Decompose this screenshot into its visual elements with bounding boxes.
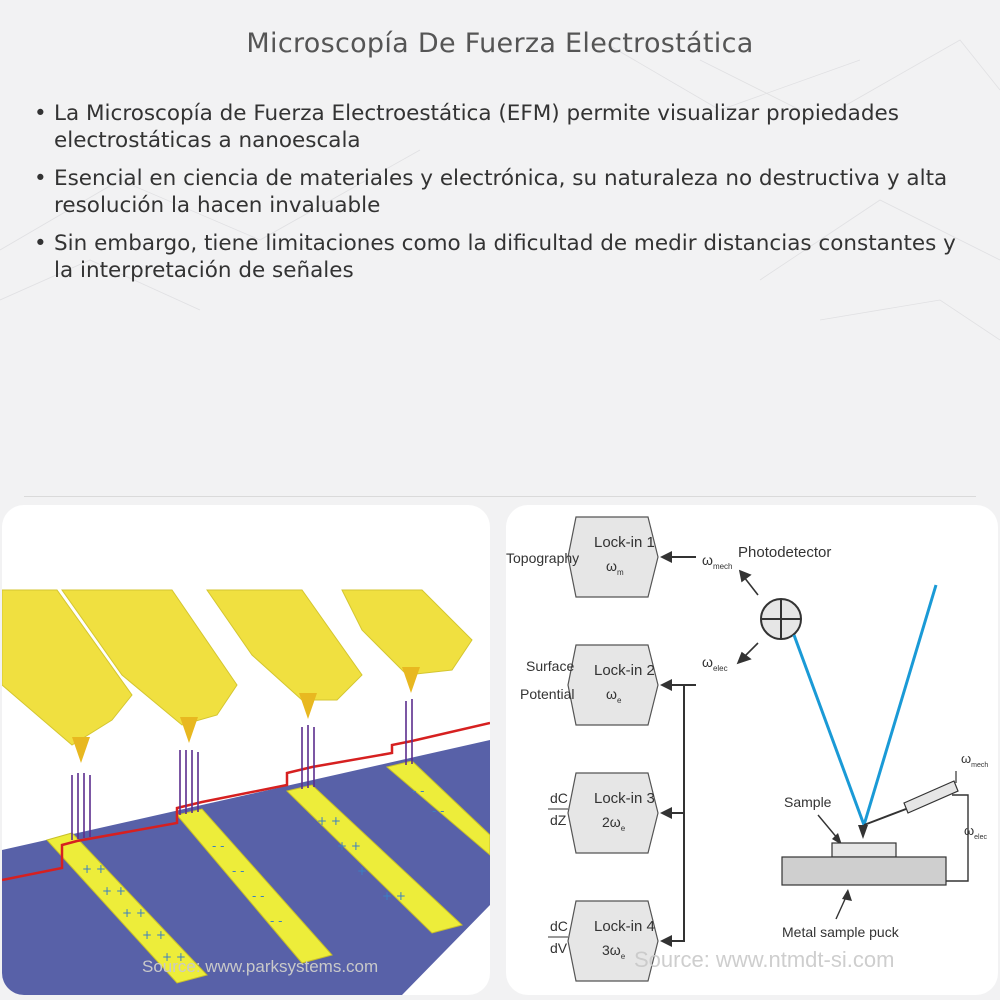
efm-setup-diagram: Lock-in 1 ωm Lock-in 2 ωe Lock-in 3 2ωe … bbox=[506, 505, 998, 995]
arrow-heads bbox=[660, 551, 672, 947]
sample bbox=[831, 842, 897, 858]
svg-text:+ +: + + bbox=[82, 862, 106, 876]
efm-setup-svg: Lock-in 1 ωm Lock-in 2 ωe Lock-in 3 2ωe … bbox=[506, 516, 988, 982]
cantilever bbox=[341, 589, 473, 676]
svg-text:- -: - - bbox=[270, 914, 282, 928]
cantilever-holder bbox=[903, 780, 959, 814]
left-image-source: Source: www.parksystems.com bbox=[142, 957, 378, 976]
bullet-text: Sin embargo, tiene limitaciones como la … bbox=[54, 231, 956, 283]
label-dc-2: dC bbox=[550, 918, 568, 934]
cantilever bbox=[206, 589, 363, 701]
omega-elec-label: ωelec bbox=[702, 654, 728, 673]
svg-text:+ +: + + bbox=[162, 950, 186, 964]
photodetector-label: Photodetector bbox=[738, 544, 831, 561]
svg-text:- -: - - bbox=[232, 864, 244, 878]
bullet-dot: • bbox=[34, 231, 47, 256]
svg-text:+ +: + + bbox=[102, 884, 126, 898]
label-potential: Potential bbox=[520, 686, 574, 702]
right-image-source: Source: www.ntmdt-si.com bbox=[634, 947, 894, 972]
svg-text:+ +: + + bbox=[382, 889, 406, 903]
electrode bbox=[286, 784, 464, 934]
sample-label: Sample bbox=[784, 794, 832, 810]
bullet-dot: • bbox=[34, 166, 47, 191]
electrode bbox=[385, 760, 490, 856]
svg-text:+ +: + + bbox=[142, 928, 166, 942]
field-lines bbox=[71, 699, 413, 840]
svg-text:- -: - - bbox=[412, 784, 424, 798]
bullet-text: Esencial en ciencia de materiales y elec… bbox=[54, 166, 948, 218]
lockin-2-freq: ωe bbox=[606, 686, 622, 705]
metal-sample-puck bbox=[781, 856, 947, 886]
bullet-item: • Sin embargo, tiene limitaciones como l… bbox=[34, 230, 964, 284]
label-dc-1: dC bbox=[550, 790, 568, 806]
cantilevers bbox=[2, 589, 473, 746]
label-dv: dV bbox=[550, 940, 568, 956]
bullet-list: • La Microscopía de Fuerza Electroestáti… bbox=[34, 100, 964, 295]
lockin-2-box bbox=[567, 644, 659, 726]
tip bbox=[299, 693, 317, 719]
tip bbox=[402, 667, 420, 693]
svg-text:- -: - - bbox=[252, 889, 264, 903]
omega-mech-label: ωmech bbox=[702, 552, 733, 571]
lockin-1-freq: ωm bbox=[606, 558, 624, 577]
lockin-3-label: Lock-in 3 bbox=[594, 790, 655, 807]
svg-text:- -: - - bbox=[432, 804, 444, 818]
lockin-4-label: Lock-in 4 bbox=[594, 918, 655, 935]
efm-tips-svg: + ++ ++ ++ ++ + - -- -- -- - + ++ +++ + … bbox=[2, 589, 490, 995]
label-topography: Topography bbox=[506, 550, 579, 566]
svg-text:+ +: + + bbox=[317, 814, 341, 828]
section-divider bbox=[24, 496, 976, 497]
lockin-3-freq: 2ωe bbox=[602, 814, 626, 833]
cantilever bbox=[2, 589, 133, 746]
lockin-4-freq: 3ωe bbox=[602, 942, 626, 961]
lockin-2-label: Lock-in 2 bbox=[594, 662, 655, 679]
bullet-dot: • bbox=[34, 101, 47, 126]
signal-arrows bbox=[666, 556, 696, 942]
svg-text:+: + bbox=[357, 864, 367, 878]
page-title: Microscopía De Fuerza Electrostática bbox=[246, 28, 754, 59]
bullet-item: • La Microscopía de Fuerza Electroestáti… bbox=[34, 100, 964, 154]
electrode bbox=[46, 832, 208, 984]
electrodes bbox=[46, 760, 490, 984]
bullet-item: • Esencial en ciencia de materiales y el… bbox=[34, 165, 964, 219]
svg-text:+ +: + + bbox=[337, 839, 361, 853]
charge-marks: + ++ ++ ++ ++ + - -- -- -- - + ++ +++ + … bbox=[82, 784, 444, 964]
lockin-1-box bbox=[567, 516, 659, 598]
electrode bbox=[176, 808, 333, 964]
puck-label: Metal sample puck bbox=[782, 924, 900, 940]
omega-elec-2: ωelec bbox=[964, 823, 987, 841]
lockin-4-box bbox=[567, 900, 659, 982]
lockin-3-box bbox=[567, 772, 659, 854]
potential-trace bbox=[2, 721, 490, 882]
svg-text:+ +: + + bbox=[122, 906, 146, 920]
lockin-1-label: Lock-in 1 bbox=[594, 534, 655, 551]
laser-beam bbox=[792, 584, 938, 826]
tip bbox=[72, 737, 90, 763]
label-dz: dZ bbox=[550, 812, 567, 828]
lockin-boxes bbox=[567, 516, 659, 982]
svg-text:- -: - - bbox=[212, 839, 224, 853]
cantilever bbox=[61, 589, 238, 726]
bullet-text: La Microscopía de Fuerza Electroestática… bbox=[54, 101, 899, 153]
efm-tips-illustration: + ++ ++ ++ ++ + - -- -- -- - + ++ +++ + … bbox=[2, 505, 490, 995]
label-surface: Surface bbox=[526, 658, 574, 674]
tip bbox=[180, 717, 198, 743]
omega-mech-2: ωmech bbox=[961, 751, 988, 769]
tips bbox=[72, 667, 420, 763]
probe-tip bbox=[858, 825, 868, 839]
